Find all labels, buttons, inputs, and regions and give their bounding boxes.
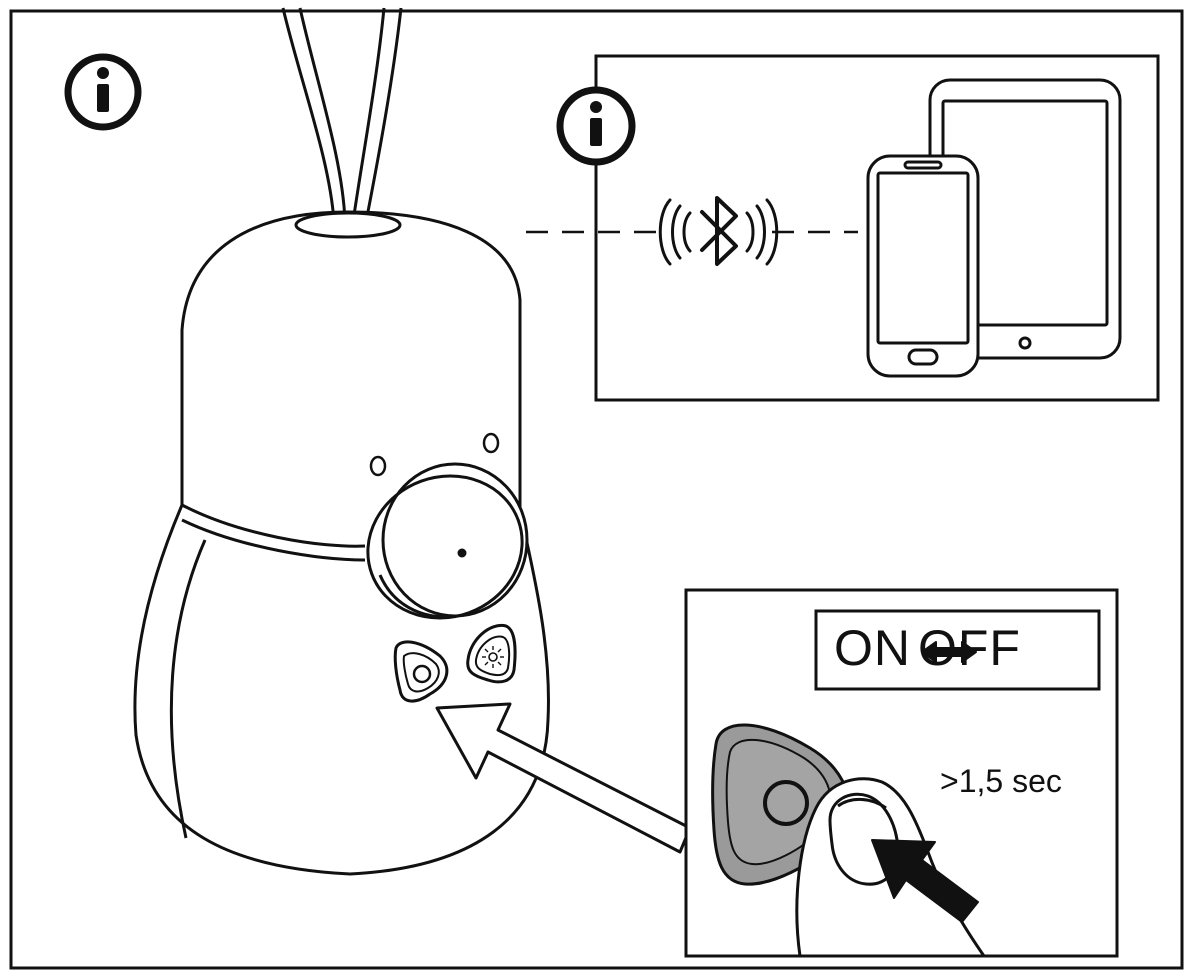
info-icon xyxy=(556,86,636,166)
bluetooth-icon xyxy=(658,196,779,266)
press-arrow-icon xyxy=(871,839,979,923)
duration-label: >1,5 sec xyxy=(940,763,1062,799)
light-button-icon xyxy=(466,623,517,684)
off-label: OFF xyxy=(918,620,1021,676)
smartphone-icon xyxy=(866,154,980,378)
dial-knob xyxy=(366,462,529,620)
outer-frame xyxy=(9,9,1184,970)
power-button-icon xyxy=(393,640,449,703)
on-label: ON xyxy=(834,620,911,676)
toggle-arrow-icon xyxy=(921,641,977,663)
info-icon xyxy=(64,53,142,131)
hanging-strap xyxy=(281,7,403,223)
lamp-holes xyxy=(369,432,500,477)
